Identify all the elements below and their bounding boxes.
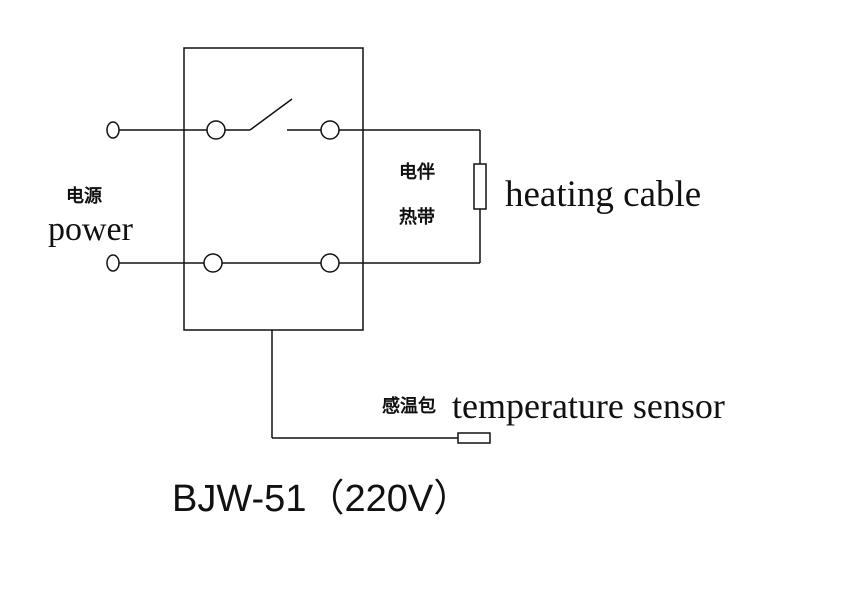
switch-blade xyxy=(249,98,293,131)
temperature-sensor xyxy=(457,432,491,444)
heating-label-cn-2: 热带 xyxy=(399,207,435,228)
heating-label-cn-1: 电伴 xyxy=(399,162,435,183)
neutral-terminal-left xyxy=(203,253,223,273)
power-terminal-live xyxy=(106,121,120,139)
switch-terminal-in xyxy=(206,120,226,140)
sensor-label-cn: 感温包 xyxy=(382,396,436,417)
sensor-label: temperature sensor xyxy=(452,386,725,426)
power-terminal-neutral xyxy=(106,254,120,272)
heating-element xyxy=(473,163,487,210)
power-label-cn: 电源 xyxy=(66,186,102,207)
power-label: power xyxy=(48,211,133,248)
controller-box xyxy=(183,47,364,331)
model-label: BJW-51（220V） xyxy=(172,478,472,520)
heating-cable-label: heating cable xyxy=(505,174,702,215)
switch-terminal-out xyxy=(320,120,340,140)
neutral-terminal-right xyxy=(320,253,340,273)
